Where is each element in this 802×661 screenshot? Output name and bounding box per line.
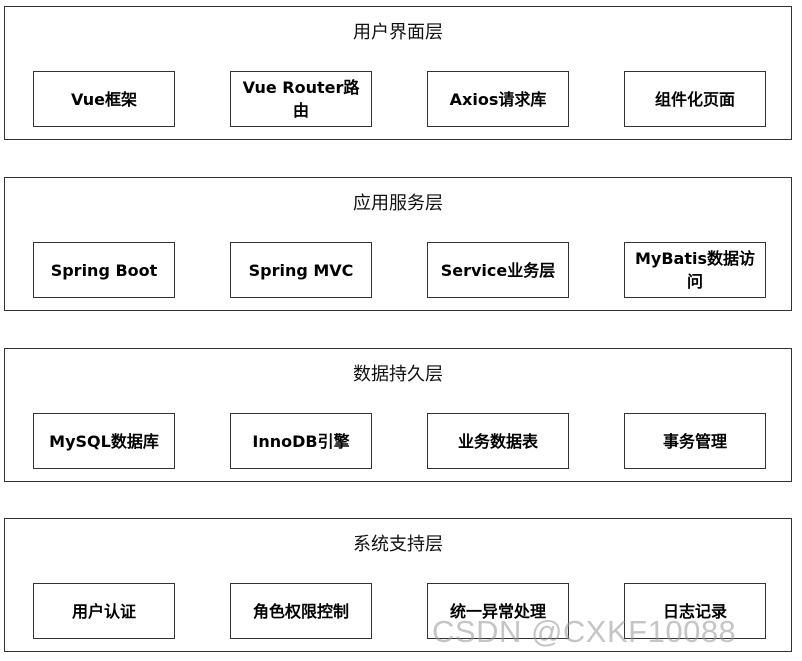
component-axios: Axios请求库 [427,71,569,127]
component-mysql: MySQL数据库 [33,413,175,469]
component-label: Spring Boot [50,260,158,280]
component-label: Service业务层 [440,260,556,280]
component-exception: 统一异常处理 [427,583,569,639]
component-label: 日志记录 [662,601,727,621]
component-label: Vue Router路由 [242,78,360,120]
layer-title-support: 系统支持层 [353,534,443,555]
component-rbac: 角色权限控制 [230,583,372,639]
layer-service: 应用服务层 Spring Boot Spring MVC Service业务层 … [4,177,792,311]
component-label: MySQL数据库 [49,431,159,451]
component-spring-boot: Spring Boot [33,242,175,298]
layer-title-ui: 用户界面层 [353,22,443,43]
component-vue-router: Vue Router路由 [230,71,372,127]
component-label: Vue框架 [70,89,138,109]
component-label: 事务管理 [662,431,727,451]
component-business-tables: 业务数据表 [427,413,569,469]
layer-ui: 用户界面层 Vue框架 Vue Router路由 Axios请求库 组件化页面 [4,6,792,140]
component-spring-mvc: Spring MVC [230,242,372,298]
component-transaction: 事务管理 [624,413,766,469]
component-label: MyBatis数据访问 [634,249,755,291]
component-label: 用户认证 [71,601,136,621]
component-label: 业务数据表 [457,431,538,451]
layer-title-service: 应用服务层 [353,193,443,214]
component-label: 统一异常处理 [449,601,546,621]
component-auth: 用户认证 [33,583,175,639]
layer-title-persistence: 数据持久层 [353,364,443,385]
layer-persistence: 数据持久层 MySQL数据库 InnoDB引擎 业务数据表 事务管理 [4,348,792,482]
layer-support: 系统支持层 用户认证 角色权限控制 统一异常处理 日志记录 [4,518,792,652]
component-mybatis: MyBatis数据访问 [624,242,766,298]
component-label: Spring MVC [248,260,354,280]
component-label: 角色权限控制 [252,601,349,621]
component-innodb: InnoDB引擎 [230,413,372,469]
component-service: Service业务层 [427,242,569,298]
component-label: 组件化页面 [654,89,735,109]
component-vue-framework: Vue框架 [33,71,175,127]
component-logging: 日志记录 [624,583,766,639]
component-label: Axios请求库 [449,89,547,109]
component-label: InnoDB引擎 [252,431,350,451]
component-pages: 组件化页面 [624,71,766,127]
